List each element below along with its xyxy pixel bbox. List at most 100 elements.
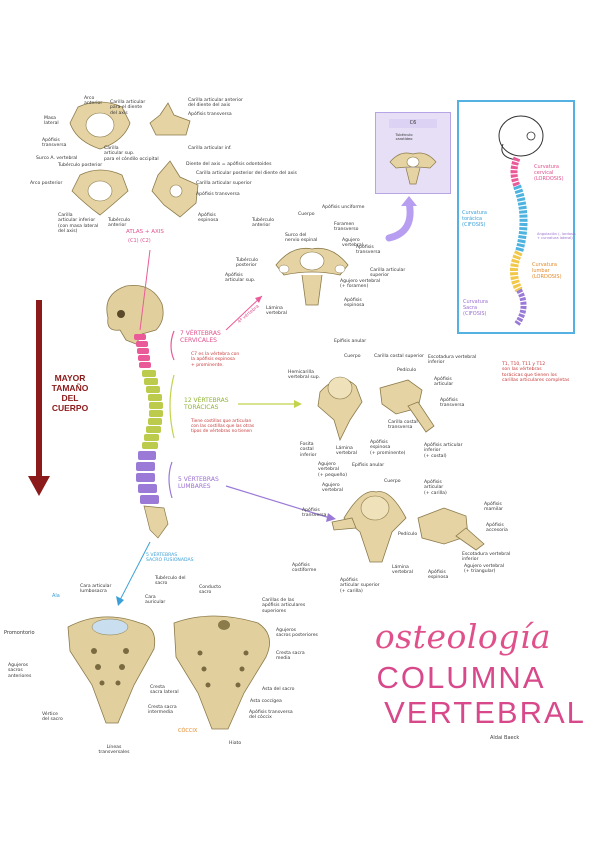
cervical-label-10: Agujero vertebral (+ foramen) [340,279,381,290]
sacrum-label-10: Cresta sacra intermedia [148,705,177,716]
cervical-label-3: Surco del nervio espinal [285,233,318,244]
thoracic-label-3: Hemicarilla vertebral sup. [288,370,321,381]
atlas-label-12: Carilla articular posterior del diente d… [196,171,297,176]
lumbar-label-5: Apófisis accesoria [486,523,508,534]
atlas-label-9: Apófisis transversa [188,112,232,117]
lumbar-label-6: Apófisis transversa [302,508,327,519]
main-spine-sacrum [143,505,169,539]
curv-lumbar-label: Curvatura lumbar (LORDOSIS) [532,262,562,280]
author-signature: Aldai Baeck [490,735,520,741]
sacrum-label-8: Conducto sacro [199,585,221,596]
sacrum-label-9: Cresta sacra lateral [150,685,179,696]
cervical-label-4: Foramen transverso [334,222,359,233]
atlas-label-5: Carilla articular sup. para el cóndilo o… [104,146,159,162]
curv-cervical-label: Curvatura cervical (LORDOSIS) [534,164,564,182]
sacrum-drawing [67,615,270,730]
cervical-vertebra-drawing [275,247,349,306]
cervical-region-label: 7 VÉRTEBRAS CERVICALES [180,330,221,344]
sacrum-label-13: Cresta sacra media [276,651,305,662]
thoracic-label-11: Apófisis espinosa (+ prominente) [370,440,406,456]
sacrum-label-17: Hiato [229,741,242,746]
main-spine-drawing [106,285,169,539]
atlas-label-17: Apófisis espinosa [198,213,219,224]
coccyx-label: CÓCCIX [178,728,198,734]
curvature-spine [510,156,528,326]
cervical-region-note: C7 es la vértebra con la apófisis espino… [191,352,240,368]
atlas-label-0: Arco anterior [84,96,103,107]
lumbar-label-1: Agujero vertebral [322,483,343,494]
cervical-label-6: Agujero vertebral [342,238,363,249]
atlas-label-13: Carilla articular superior [196,181,252,186]
sacrum-label-14: Asta del sacro [262,687,295,692]
atlas-label-2: Masa lateral [44,116,59,127]
sacral-region-label: 5 VÉRTEBRAS SACRO FUSIONADAS [146,553,194,564]
sacrum-label-5: Líneas transversales [98,745,130,756]
size-note: MAYOR TAMAÑO DEL CUERPO [51,373,89,413]
c6-vertebra-drawing [389,152,437,185]
lumbar-label-8: Apófisis costiforme [292,563,317,574]
atlas-label-6: Tubérculo posterior [58,163,103,168]
cervical-label-5: Apófisis transversa [356,245,381,256]
size-arrow [28,300,50,496]
c6-arrow [385,196,417,242]
cervical-label-8: Apófisis articular sup. [225,273,256,284]
atlas-label-10: Arco posterior [30,181,63,186]
thoracic-region-label: 12 VÉRTEBRAS TORÁCICAS [184,397,229,411]
atlas-label-7: Carilla articular anterior del diente de… [188,98,243,109]
cervical-label-12: Apófisis espinosa [344,298,365,309]
main-spine-cervical [134,334,151,368]
atlas-label-16: Tubérculo anterior [108,218,131,229]
sacrum-label-12: Agujeros sacros posteriores [276,628,318,639]
thoracic-label-7: Apófisis transversa [440,398,465,409]
sacrum-label-1: Cara articular lumbosacra [80,584,112,595]
thoracic-label-4: Pedículo [397,368,417,373]
cervical-label-2: Apófisis unciforme [322,205,365,210]
curvature-diagram [498,115,544,326]
thoracic-vertebra-drawing [317,376,435,442]
atlas-label-14: Apófisis transversa [196,192,240,197]
main-spine-lumbar [136,451,159,504]
title-columna: COLUMNA [376,660,546,695]
sacrum-label-0: Ala [52,593,60,599]
lumbar-region-label: 5 VÉRTEBRAS LUMBARES [178,476,219,490]
atlas-label-4: Surco A. vertebral [36,156,78,161]
lumbar-label-2: Cuerpo [384,479,401,484]
sacrum-label-3: Agujeros sacros anteriores [8,663,32,679]
lumbar-label-7: Pedículo [398,532,418,537]
sacrum-label-6: Tubérculo del sacro [155,576,186,587]
atlas-label-15: Carilla articular inferior (con masa lat… [58,213,99,234]
lumbar-vertebra-drawing [331,491,485,563]
atlas-axis-sub: (C1) (C2) [128,238,151,244]
lumbar-label-3: Apófisis articular (+ carilla) [424,480,447,496]
atlas-label-11: Diente del axis = apófisis odontoides [186,162,272,167]
cervical-label-1: Cuerpo [298,212,315,217]
sacrum-label-4: Vértice del sacro [42,712,63,723]
title-vertebral: VERTEBRAL [384,695,586,730]
atlas-label-8: Carilla articular inf. [188,146,232,151]
thoracic-label-13: Agujero vertebral (+ pequeño) [318,462,348,478]
thoracic-label-1: Cuerpo [344,354,361,359]
thoracic-label-0: Epífisis anular [334,339,367,344]
cervical-label-0: Tubérculo anterior [252,218,275,229]
cervical-label-9: Carilla articular superior [370,268,406,279]
lumbar-label-11: Apófisis espinosa [428,570,449,581]
curv-sacral-label: Curvatura Sacra (CIFOSIS) [463,299,488,317]
sacrum-label-7: Cara auricular [145,595,166,606]
lumbar-label-12: Escotadura vertebral inferior [462,552,511,563]
thoracic-label-12: Apófisis articular inferior (+ costal) [424,443,463,459]
thoracic-label-9: Fosita costal inferior [300,442,317,458]
sacrum-label-11: Carillas de las apófisis articulares sup… [262,598,306,614]
sacrum-label-15: Asta coccígea [250,699,282,704]
thoracic-label-6: Escotadura vertebral inferior [428,355,477,366]
lumbar-label-10: Lámina vertebral [392,565,413,576]
lumbar-label-0: Epífisis anular [352,463,385,468]
atlas-label-1: Carilla articular para el diente del axi… [110,100,146,116]
lumbar-label-13: Agujero vertebral (+ triangular) [464,564,505,575]
lumbar-label-4: Apófisis mamilar [484,502,504,513]
thoracic-label-8: Carilla costal transversa [388,420,418,431]
main-spine-thoracic [142,370,163,449]
atlas-label-3: Apófisis transversa [42,138,67,149]
thoracic-side-note: T1, T10, T11 y T12 son las vértebras tor… [502,362,570,384]
